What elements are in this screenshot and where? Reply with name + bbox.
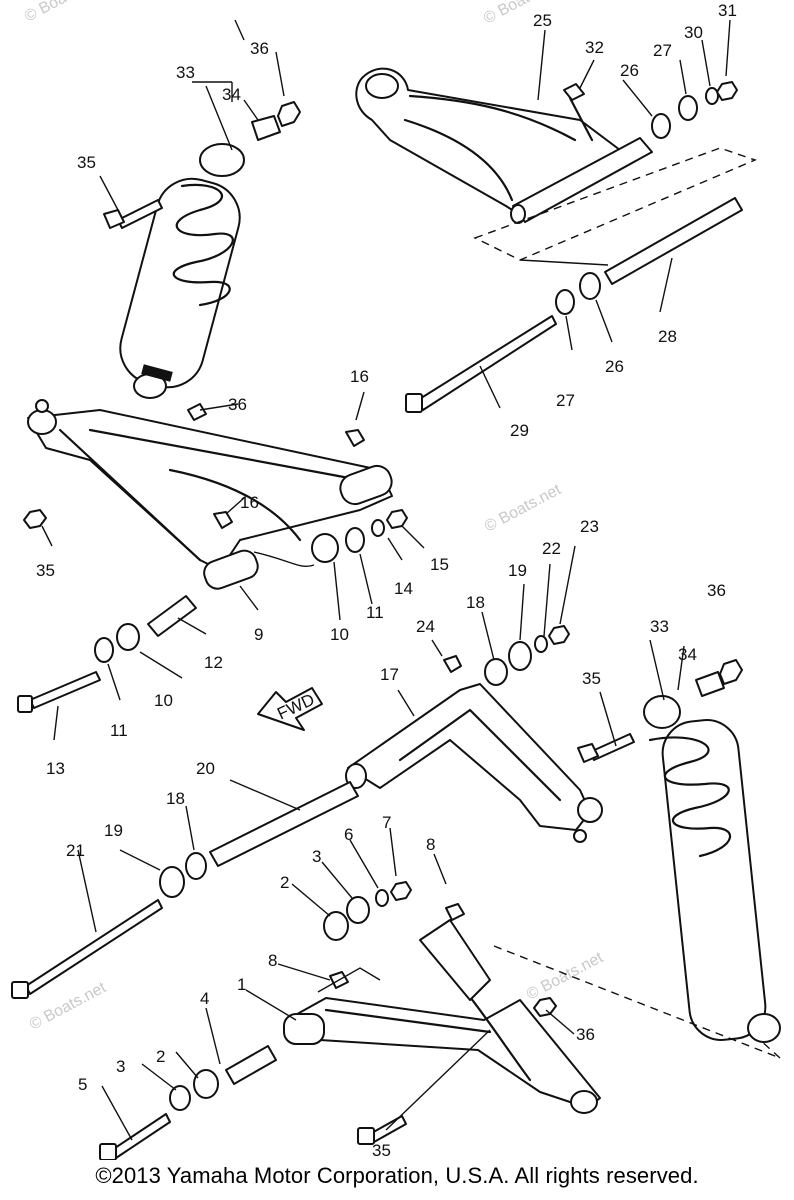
callout-16: 16 bbox=[350, 367, 369, 386]
callout-19: 19 bbox=[508, 561, 527, 580]
callout-18: 18 bbox=[166, 789, 185, 808]
leader-lines bbox=[41, 19, 731, 1141]
callout-18: 18 bbox=[466, 593, 485, 612]
callout-17: 17 bbox=[380, 665, 399, 684]
callout-4: 4 bbox=[200, 989, 209, 1008]
callout-10: 10 bbox=[330, 625, 349, 644]
callouts: 25 32 31 30 27 26 33 36 34 35 28 26 27 2… bbox=[36, 1, 737, 1160]
callout-35: 35 bbox=[582, 669, 601, 688]
watermark: © Boats.net bbox=[524, 949, 606, 1004]
callout-35: 35 bbox=[77, 153, 96, 172]
callout-36: 36 bbox=[250, 39, 269, 58]
callout-33: 33 bbox=[650, 617, 669, 636]
callout-8: 8 bbox=[268, 951, 277, 970]
callout-11: 11 bbox=[366, 603, 384, 622]
callout-14: 14 bbox=[394, 579, 413, 598]
callout-15: 15 bbox=[430, 555, 449, 574]
callout-35: 35 bbox=[372, 1141, 391, 1160]
callout-3: 3 bbox=[312, 847, 321, 866]
shock-absorber-upper bbox=[103, 101, 301, 399]
callout-2: 2 bbox=[280, 873, 289, 892]
copyright-notice: ©2013 Yamaha Motor Corporation, U.S.A. A… bbox=[95, 1163, 699, 1188]
callout-6: 6 bbox=[344, 825, 353, 844]
callout-23: 23 bbox=[580, 517, 599, 536]
callout-21: 21 bbox=[66, 841, 85, 860]
callout-2: 2 bbox=[156, 1047, 165, 1066]
callout-7: 7 bbox=[382, 813, 391, 832]
upper-arm-25 bbox=[355, 67, 757, 413]
callout-25: 25 bbox=[533, 11, 552, 30]
parts-diagram: © Boats.net © Boats.net © Boats.net © Bo… bbox=[11, 0, 781, 1160]
upper-arm-17 bbox=[11, 625, 603, 999]
callout-28: 28 bbox=[658, 327, 677, 346]
callout-27: 27 bbox=[653, 41, 672, 60]
callout-26: 26 bbox=[620, 61, 639, 80]
callout-12: 12 bbox=[204, 653, 223, 672]
callout-3: 3 bbox=[116, 1057, 125, 1076]
callout-36: 36 bbox=[707, 581, 726, 600]
callout-5: 5 bbox=[78, 1075, 87, 1094]
callout-11: 11 bbox=[110, 721, 128, 740]
fwd-arrow: FWD bbox=[257, 687, 323, 731]
callout-1: 1 bbox=[237, 975, 246, 994]
callout-9: 9 bbox=[254, 625, 263, 644]
lower-arm-1 bbox=[99, 881, 781, 1160]
callout-19: 19 bbox=[104, 821, 123, 840]
callout-8: 8 bbox=[426, 835, 435, 854]
callout-36: 36 bbox=[576, 1025, 595, 1044]
callout-16: 16 bbox=[240, 493, 259, 512]
callout-33: 33 bbox=[176, 63, 195, 82]
callout-31: 31 bbox=[718, 1, 737, 20]
callout-27: 27 bbox=[556, 391, 575, 410]
callout-30: 30 bbox=[684, 23, 703, 42]
lower-arm-9 bbox=[17, 399, 408, 713]
watermark: © Boats.net bbox=[482, 481, 564, 536]
callout-34: 34 bbox=[222, 85, 241, 104]
shock-absorber-lower bbox=[577, 659, 781, 1043]
callout-36: 36 bbox=[228, 395, 247, 414]
watermark: © Boats.net bbox=[22, 0, 104, 26]
callout-22: 22 bbox=[542, 539, 561, 558]
callout-29: 29 bbox=[510, 421, 529, 440]
callout-10: 10 bbox=[154, 691, 173, 710]
callout-24: 24 bbox=[416, 617, 435, 636]
callout-20: 20 bbox=[196, 759, 215, 778]
callout-32: 32 bbox=[585, 38, 604, 57]
callout-26: 26 bbox=[605, 357, 624, 376]
callout-13: 13 bbox=[46, 759, 65, 778]
callout-35: 35 bbox=[36, 561, 55, 580]
callout-34: 34 bbox=[678, 645, 697, 664]
